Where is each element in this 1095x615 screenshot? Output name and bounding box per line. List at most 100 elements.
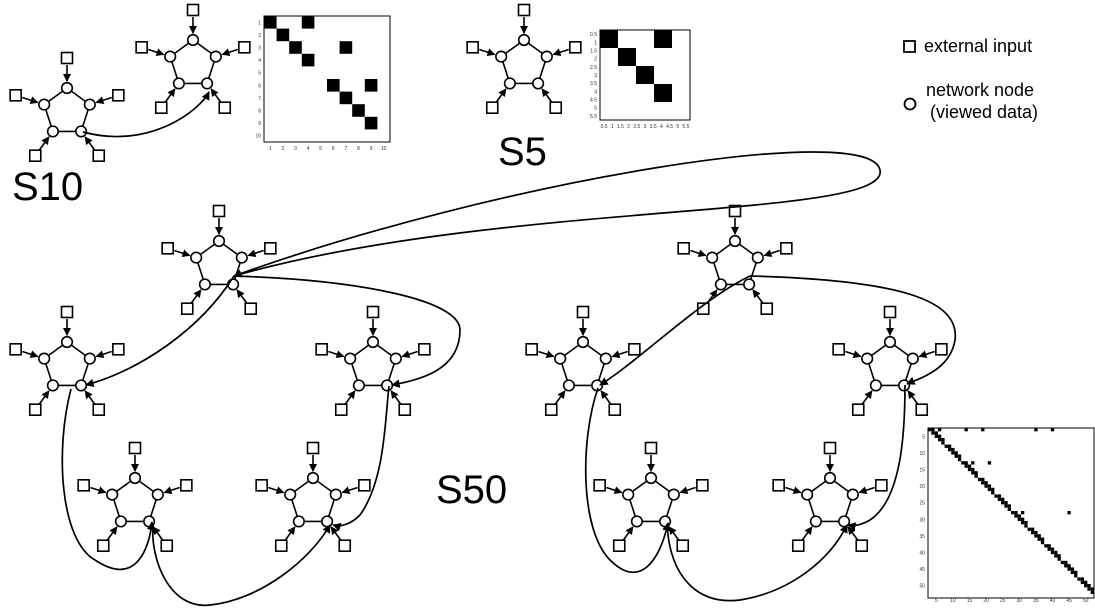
matrix-y-tick: 3.5	[590, 81, 597, 87]
matrix-cell	[1060, 560, 1065, 565]
matrix-cell	[1034, 428, 1038, 432]
ring-edge	[665, 499, 673, 517]
ring-edge	[81, 363, 89, 381]
matrix-cell	[984, 484, 988, 488]
network-node	[823, 471, 837, 485]
matrix-cell	[1087, 584, 1091, 588]
input-arrow	[22, 350, 39, 359]
matrix-y-tick: 45	[919, 567, 925, 573]
network-node	[667, 488, 680, 501]
network-node	[151, 488, 164, 501]
external-input-square	[244, 302, 258, 315]
matrix-cell	[1037, 534, 1041, 538]
matrix-x-tick: 4.5	[666, 124, 673, 130]
matrix-cell	[1090, 590, 1094, 594]
ring-edge	[893, 344, 910, 357]
matrix-cell	[961, 461, 965, 465]
matrix-cell	[1030, 527, 1035, 531]
input-arrow	[679, 486, 696, 495]
ring-edge	[713, 262, 721, 280]
matrix-cell	[997, 497, 1002, 502]
ring-edge	[222, 243, 239, 256]
external-input-square	[398, 403, 412, 416]
star-motif	[135, 3, 251, 114]
label-s5: S5	[498, 130, 547, 174]
input-arrow	[106, 526, 118, 541]
network-node	[706, 251, 719, 264]
external-input-square	[154, 101, 168, 114]
ring-edge	[351, 363, 359, 381]
matrix-cell	[1007, 507, 1011, 511]
matrix-cell	[1040, 540, 1045, 545]
external-input-square	[180, 479, 193, 492]
matrix-y-tick: 5	[258, 71, 261, 77]
external-input-square	[935, 343, 948, 356]
legend: external input network node (viewed data…	[903, 36, 1038, 122]
ring-edge	[629, 499, 637, 517]
network-node	[284, 488, 297, 501]
matrix-x-tick: 8	[357, 146, 360, 152]
matrix-cell	[957, 454, 962, 458]
network-node	[622, 488, 635, 501]
matrix-cell	[1067, 567, 1071, 571]
input-arrow	[341, 486, 358, 495]
legend-network-node-line1: network node	[926, 80, 1034, 100]
external-input-square	[358, 479, 371, 492]
matrix-cell	[981, 477, 985, 482]
input-arrow	[690, 249, 707, 258]
ring-edge	[70, 90, 87, 103]
input-arrow	[328, 350, 345, 359]
input-arrow	[622, 526, 634, 541]
label-s50: S50	[436, 468, 507, 512]
external-input-square	[28, 149, 42, 162]
matrix-cell	[618, 48, 636, 66]
ring-edge	[538, 61, 546, 79]
network-node	[728, 234, 742, 248]
matrix-cell	[964, 461, 968, 465]
link-path	[847, 384, 906, 531]
matrix-cell	[947, 444, 952, 448]
network-node	[321, 515, 334, 528]
matrix-cell	[941, 437, 945, 442]
matrix-cell	[1080, 580, 1085, 585]
matrix-cell	[1034, 534, 1038, 538]
ring-edge	[113, 499, 121, 517]
external-input-square	[418, 343, 431, 356]
matrix-cell	[1054, 554, 1058, 558]
external-input-square	[851, 403, 865, 416]
link-path	[584, 387, 671, 574]
ring-edge	[171, 61, 179, 79]
ring-edge	[597, 363, 605, 381]
input-arrow	[390, 390, 402, 405]
matrix-x-tick: 3	[294, 146, 297, 152]
matrix-cell	[1001, 497, 1005, 502]
matrix-cell	[991, 491, 995, 495]
matrix-cell	[1070, 567, 1075, 571]
network-node	[751, 251, 764, 264]
star-motif	[77, 441, 193, 552]
external-input-square	[315, 343, 328, 356]
matrix-cell	[1024, 524, 1028, 528]
matrix-cell	[1014, 511, 1018, 515]
external-input-square	[180, 302, 194, 315]
network-node	[517, 33, 531, 47]
matrix-cell	[1080, 577, 1085, 581]
ring-edge	[715, 243, 732, 256]
star-motif	[772, 441, 888, 552]
network-node	[38, 98, 51, 111]
external-input-square	[608, 403, 622, 416]
ring-edge	[502, 61, 510, 79]
input-arrow	[163, 486, 180, 495]
network-node	[106, 488, 119, 501]
matrix-y-tick: 9	[258, 121, 261, 127]
input-arrow	[221, 48, 238, 57]
input-arrow	[164, 88, 176, 103]
star-motif	[255, 441, 371, 552]
matrix-y-tick: 3	[258, 46, 261, 52]
input-arrow	[847, 526, 859, 541]
external-input-square	[334, 403, 348, 416]
input-arrow	[84, 390, 96, 405]
network-node	[714, 278, 727, 291]
